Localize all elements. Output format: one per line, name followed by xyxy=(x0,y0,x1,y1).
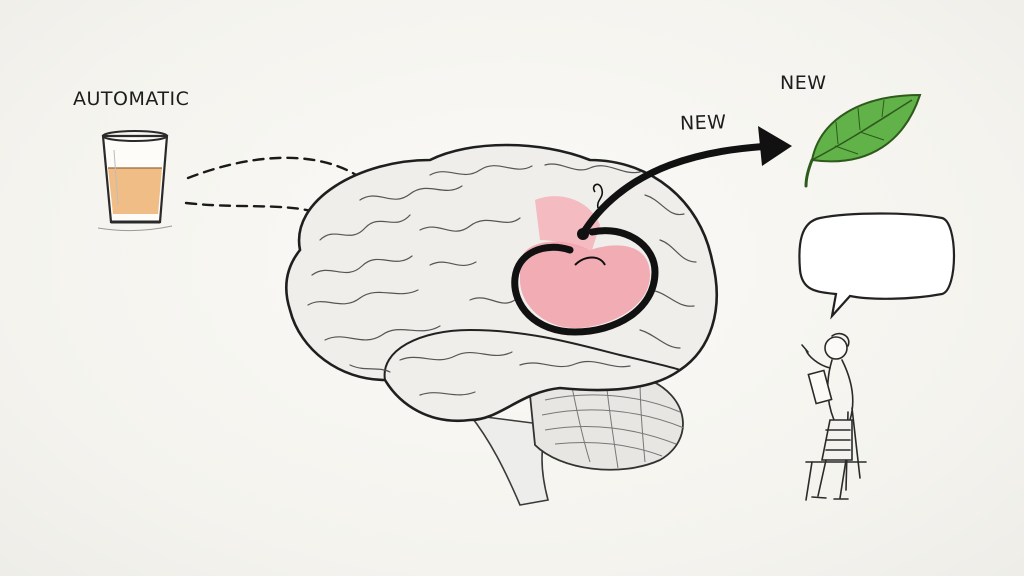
green-leaf-icon xyxy=(804,93,922,188)
empty-speech-bubble xyxy=(798,212,956,320)
seated-person-sketch xyxy=(801,332,867,501)
glass-of-drink-icon xyxy=(97,130,173,232)
new-pathway-label: NEW xyxy=(679,111,727,135)
new-leaf-label: NEW xyxy=(780,72,827,94)
brain-sketch xyxy=(285,143,719,506)
automatic-label: AUTOMATIC xyxy=(73,88,190,110)
new-pathway-arrow xyxy=(577,126,792,240)
